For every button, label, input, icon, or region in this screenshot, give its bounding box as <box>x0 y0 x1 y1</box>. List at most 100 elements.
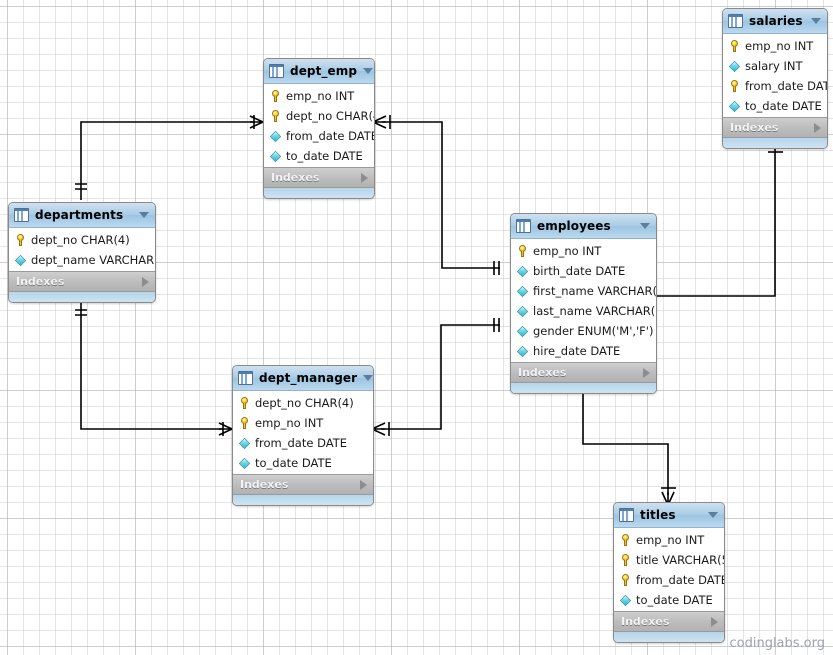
column-row[interactable]: to_date DATE <box>264 146 374 166</box>
triangle-right-icon[interactable] <box>711 616 718 627</box>
indexes-label: Indexes <box>621 615 670 628</box>
table-name-label: departments <box>35 208 124 222</box>
triangle-right-icon[interactable] <box>643 367 650 378</box>
table-name-label: dept_manager <box>259 371 358 385</box>
chevron-down-icon[interactable] <box>708 512 718 518</box>
table-icon <box>14 208 29 222</box>
chevron-down-icon[interactable] <box>139 212 149 218</box>
chevron-down-icon[interactable] <box>811 18 821 24</box>
chevron-down-icon[interactable] <box>363 375 373 381</box>
triangle-right-icon[interactable] <box>360 479 367 490</box>
column-row[interactable]: to_date DATE <box>614 590 724 610</box>
column-row[interactable]: dept_no CHAR(4) <box>9 230 155 250</box>
column-row[interactable]: hire_date DATE <box>511 341 656 361</box>
column-row[interactable]: from_date DATE <box>723 76 827 96</box>
link-departments-dept_manager <box>80 298 222 430</box>
column-label: hire_date DATE <box>533 344 621 358</box>
column-row[interactable]: emp_no INT <box>264 86 374 106</box>
column-label: dept_name VARCHAR(40) <box>31 253 155 267</box>
column-row[interactable]: last_name VARCHAR(16) <box>511 301 656 321</box>
key-icon <box>517 245 528 257</box>
table-footer <box>511 383 656 393</box>
table-card-departments[interactable]: departments dept_no CHAR(4) dept_name VARC… <box>8 202 156 303</box>
table-card-salaries[interactable]: salaries emp_no INT salary INT from_date DA… <box>722 8 828 149</box>
table-header-dept_manager[interactable]: dept_manager <box>233 366 373 391</box>
key-icon <box>270 110 281 122</box>
table-footer <box>614 632 724 642</box>
column-list: dept_no CHAR(4) dept_name VARCHAR(40) <box>9 228 155 271</box>
table-header-titles[interactable]: titles <box>614 503 724 528</box>
column-row[interactable]: from_date DATE <box>264 126 374 146</box>
column-row[interactable]: emp_no INT <box>233 413 373 433</box>
column-row[interactable]: dept_name VARCHAR(40) <box>9 250 155 270</box>
column-row[interactable]: from_date DATE <box>233 433 373 453</box>
table-icon <box>619 508 634 522</box>
key-icon <box>620 554 631 566</box>
link-departments-dept_emp <box>80 121 253 200</box>
column-label: dept_no CHAR(4) <box>31 233 130 247</box>
diamond-icon <box>728 60 741 72</box>
column-label: to_date DATE <box>286 149 363 163</box>
column-label: from_date DATE <box>286 129 375 143</box>
column-row[interactable]: first_name VARCHAR(14) <box>511 281 656 301</box>
column-label: emp_no INT <box>745 39 814 53</box>
indexes-section-salaries[interactable]: Indexes <box>723 117 827 138</box>
table-icon <box>238 371 253 385</box>
column-row[interactable]: salary INT <box>723 56 827 76</box>
column-label: dept_no CHAR(4) <box>286 109 375 123</box>
diamond-icon <box>516 345 529 357</box>
column-row[interactable]: birth_date DATE <box>511 261 656 281</box>
column-label: last_name VARCHAR(16) <box>533 304 656 318</box>
table-name-label: employees <box>537 219 611 233</box>
column-row[interactable]: gender ENUM('M','F') <box>511 321 656 341</box>
indexes-section-employees[interactable]: Indexes <box>511 362 656 383</box>
column-label: title VARCHAR(50) <box>636 553 724 567</box>
key-icon <box>729 40 740 52</box>
chevron-down-icon[interactable] <box>640 223 650 229</box>
diamond-icon <box>238 457 251 469</box>
column-row[interactable]: emp_no INT <box>723 36 827 56</box>
indexes-label: Indexes <box>730 121 779 134</box>
table-name-label: dept_emp <box>290 64 358 78</box>
column-label: emp_no INT <box>533 244 602 258</box>
column-list: emp_no INT salary INT from_date DATE to_dat… <box>723 34 827 117</box>
indexes-section-dept_manager[interactable]: Indexes <box>233 474 373 495</box>
column-row[interactable]: emp_no INT <box>511 241 656 261</box>
table-header-dept_emp[interactable]: dept_emp <box>264 59 374 84</box>
chevron-down-icon[interactable] <box>363 68 374 74</box>
column-row[interactable]: emp_no INT <box>614 530 724 550</box>
table-footer <box>723 138 827 148</box>
table-name-label: salaries <box>749 14 803 28</box>
table-footer <box>264 188 374 198</box>
indexes-section-dept_emp[interactable]: Indexes <box>264 167 374 188</box>
column-label: birth_date DATE <box>533 264 626 278</box>
column-row[interactable]: to_date DATE <box>723 96 827 116</box>
triangle-right-icon[interactable] <box>142 276 149 287</box>
diamond-icon <box>516 265 529 277</box>
indexes-label: Indexes <box>16 275 65 288</box>
column-label: first_name VARCHAR(14) <box>533 284 657 298</box>
key-icon <box>15 234 26 246</box>
triangle-right-icon[interactable] <box>814 122 821 133</box>
table-header-departments[interactable]: departments <box>9 203 155 228</box>
column-row[interactable]: to_date DATE <box>233 453 373 473</box>
column-row[interactable]: dept_no CHAR(4) <box>264 106 374 126</box>
table-header-salaries[interactable]: salaries <box>723 9 827 34</box>
table-header-employees[interactable]: employees <box>511 214 656 239</box>
column-label: salary INT <box>745 59 803 73</box>
table-card-dept_emp[interactable]: dept_emp emp_no INT dept_no CHAR(4) from_da… <box>263 58 375 199</box>
diamond-icon <box>14 254 27 266</box>
column-label: from_date DATE <box>745 79 828 93</box>
table-card-employees[interactable]: employees emp_no INT birth_date DATE first_… <box>510 213 657 394</box>
diamond-icon <box>516 285 529 297</box>
column-row[interactable]: dept_no CHAR(4) <box>233 393 373 413</box>
indexes-section-departments[interactable]: Indexes <box>9 271 155 292</box>
table-icon <box>269 64 284 78</box>
column-row[interactable]: title VARCHAR(50) <box>614 550 724 570</box>
indexes-section-titles[interactable]: Indexes <box>614 611 724 632</box>
column-row[interactable]: from_date DATE <box>614 570 724 590</box>
triangle-right-icon[interactable] <box>361 172 368 183</box>
